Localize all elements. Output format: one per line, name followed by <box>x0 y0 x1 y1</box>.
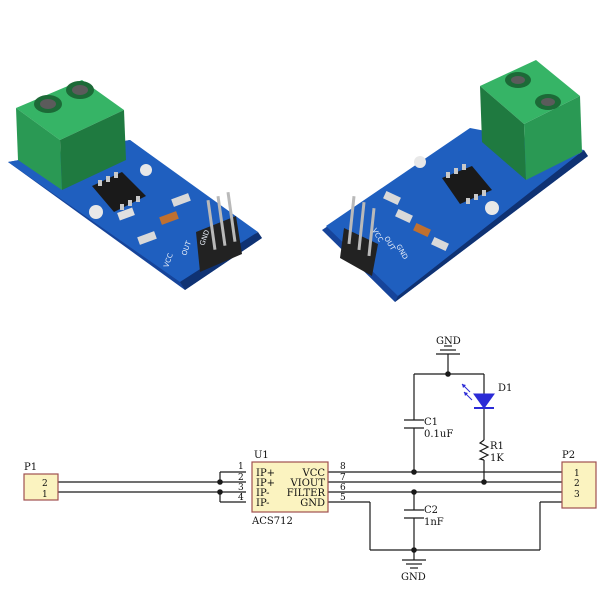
u1-pin-name-2: IP+ <box>256 478 275 489</box>
p2-ref: P2 <box>562 450 575 461</box>
u1-pin-num-4: 4 <box>238 493 244 503</box>
p2-pin-3: 3 <box>574 490 580 500</box>
p2-body <box>561 461 597 509</box>
u1-pin-name-5: GND <box>300 498 325 509</box>
u1-pin-num-6: 6 <box>340 483 346 493</box>
u1-pin-num-3: 3 <box>238 483 244 493</box>
left-terminal-block <box>16 80 126 190</box>
c2-ref: C2 <box>424 505 438 516</box>
u1-part: ACS712 <box>251 516 293 527</box>
r1-resistor <box>478 439 490 461</box>
left-ic-chip <box>92 172 146 212</box>
u1-pin-name-6: FILTER <box>287 488 326 499</box>
right-header-pins <box>340 196 378 276</box>
c2-value: 1nF <box>424 517 444 528</box>
u1-pin-num-5: 5 <box>340 493 346 503</box>
p1-pin-2: 2 <box>42 479 48 489</box>
gnd-bottom-symbol <box>402 559 426 569</box>
p2-pin-1: 1 <box>574 469 580 479</box>
u1-pin-name-4: IP- <box>256 498 270 509</box>
u1-pin-name-7: VIOUT <box>290 478 326 489</box>
u1-ref: U1 <box>254 450 269 461</box>
gnd-bottom-label: GND <box>401 572 426 583</box>
p2-pin-2: 2 <box>574 479 580 489</box>
u1-pin-num-2: 2 <box>238 473 244 483</box>
u1-pin-name-8: VCC <box>301 468 325 479</box>
p1-ref: P1 <box>24 462 37 473</box>
c1-value: 0.1uF <box>424 429 453 440</box>
u1-pin-name-3: IP- <box>256 488 270 499</box>
p1-pin-1: 1 <box>42 490 48 500</box>
right-module-photo: VCC OUT GND <box>322 60 588 302</box>
left-module-photo: VCC OUT GND <box>8 80 262 290</box>
gnd-top-label: GND <box>436 336 461 347</box>
junctions <box>217 371 487 553</box>
u1-pin-num-7: 7 <box>340 473 346 483</box>
schematic <box>58 354 562 560</box>
u1-pin-num-8: 8 <box>340 462 346 472</box>
gnd-top-symbol <box>436 345 460 355</box>
left-header-pins <box>196 191 242 272</box>
u1-pin-num-1: 1 <box>238 462 244 472</box>
right-terminal-block <box>480 60 582 180</box>
r1-ref: R1 <box>490 441 504 452</box>
c1-ref: C1 <box>424 417 438 428</box>
u1-body <box>251 461 329 513</box>
r1-value: 1K <box>490 453 504 464</box>
p1-body <box>23 473 59 501</box>
d1-led <box>461 383 495 409</box>
d1-ref: D1 <box>498 383 512 394</box>
right-ic-chip <box>442 164 492 204</box>
u1-pin-name-1: IP+ <box>256 468 275 479</box>
